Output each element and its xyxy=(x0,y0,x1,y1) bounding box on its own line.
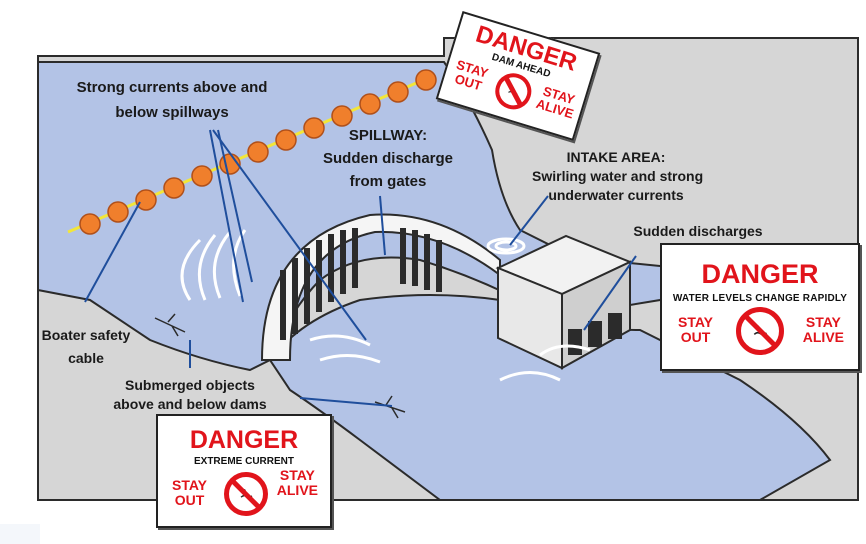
sign-water-right: STAY ALIVE xyxy=(803,315,844,344)
sign-water-left: STAY OUT xyxy=(678,315,713,344)
label-boater-line1: Boater safety xyxy=(28,326,144,345)
label-spillway: SPILLWAY: Sudden discharge from gates xyxy=(318,126,458,191)
label-boater-line2: cable xyxy=(28,349,144,368)
sign-current-left: STAY OUT xyxy=(172,478,207,507)
sign-current-subtitle: EXTREME CURRENT xyxy=(158,456,330,467)
sign-water-title: DANGER xyxy=(662,259,858,290)
danger-sign-extreme-current: DANGER EXTREME CURRENT STAY OUT STAY ALI… xyxy=(156,414,332,528)
sign-current-left-line1: STAY xyxy=(172,478,207,493)
sign-water-right-line2: ALIVE xyxy=(803,330,844,345)
label-submerged-line1: Submerged objects xyxy=(104,376,276,395)
label-intake: INTAKE AREA: Swirling water and strong u… xyxy=(532,148,700,205)
sign-current-title: DANGER xyxy=(158,426,330,455)
no-swimming-icon xyxy=(224,472,268,516)
sign-water-left-line2: OUT xyxy=(678,330,713,345)
sign-water-right-line1: STAY xyxy=(803,315,844,330)
sign-current-right-line2: ALIVE xyxy=(277,483,318,498)
sign-current-right-line1: STAY xyxy=(277,468,318,483)
label-spillway-line1: Sudden discharge xyxy=(318,149,458,168)
sign-dam-right: STAY ALIVE xyxy=(535,84,580,121)
label-submerged-line2: above and below dams xyxy=(104,395,276,414)
label-intake-line2: underwater currents xyxy=(532,186,700,205)
label-strong-currents-line2: below spillways xyxy=(74,103,270,122)
no-swimming-icon xyxy=(736,307,784,355)
label-sudden-discharges: Sudden discharges xyxy=(630,222,766,241)
label-spillway-title: SPILLWAY: xyxy=(318,126,458,145)
sign-current-left-line2: OUT xyxy=(172,493,207,508)
label-boater-cable: Boater safety cable xyxy=(28,326,144,368)
sign-current-right: STAY ALIVE xyxy=(277,468,318,497)
danger-sign-water-levels: DANGER WATER LEVELS CHANGE RAPIDLY STAY … xyxy=(660,243,860,371)
sign-water-subtitle: WATER LEVELS CHANGE RAPIDLY xyxy=(662,293,858,304)
sign-dam-left: STAY OUT xyxy=(451,58,490,94)
label-strong-currents: Strong currents above and below spillway… xyxy=(74,78,270,122)
label-intake-line1: Swirling water and strong xyxy=(532,167,700,186)
no-swimming-icon xyxy=(491,69,536,114)
label-strong-currents-line1: Strong currents above and xyxy=(74,78,270,97)
label-spillway-line2: from gates xyxy=(318,172,458,191)
sign-water-left-line1: STAY xyxy=(678,315,713,330)
label-intake-title: INTAKE AREA: xyxy=(532,148,700,167)
label-submerged: Submerged objects above and below dams xyxy=(104,376,276,414)
